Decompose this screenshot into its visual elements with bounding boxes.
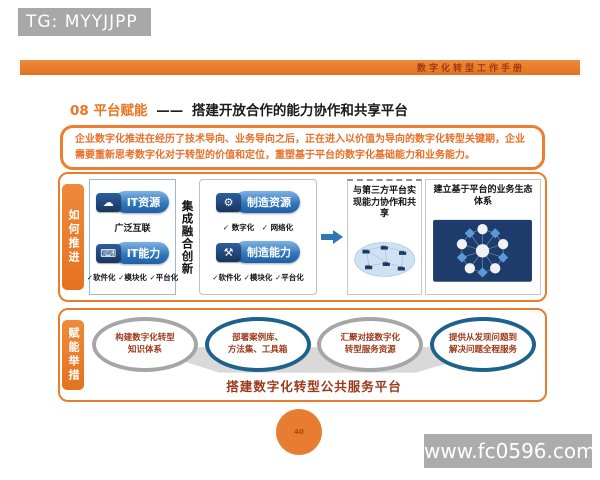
how-content: ☁ IT资源 广泛互联 ⌨ IT能力 ✓软件化 ✓模块化 ✓平台化 集成融合创新… — [86, 179, 541, 295]
laptop-icon: ⌨ — [95, 243, 121, 263]
ecosystem-network-image — [433, 220, 533, 283]
cloud-icon: ☁ — [95, 192, 121, 212]
measure-item-line1: 提供从发现问题到 — [448, 333, 517, 344]
measure-item: 汇聚对接数字化 转型服务资源 — [317, 317, 424, 372]
title-number: 08 — [70, 103, 89, 119]
measure-items-row: 构建数字化转型 知识体系 部署案例库、 方法集、工具箱 汇聚对接数字化 转型服务… — [92, 317, 536, 372]
mfg-capability-label: 制造能力 — [234, 241, 300, 264]
share-panel-title: 与第三方平台实现能力协作和共享 — [353, 186, 417, 220]
measure-item-line2: 解决问题全程服务 — [448, 344, 517, 355]
eco-panel: 建立基于平台的业务生态体系 — [425, 179, 541, 295]
watermark-tg: TG: MYYJJPP — [18, 8, 151, 36]
measures-section: 赋能举措 构建数字化转型 知识体系 部署案例库、 方法集、工具箱 汇聚对接数字化… — [58, 308, 547, 402]
share-panel: 与第三方平台实现能力协作和共享 — [347, 179, 422, 295]
header-bar: 数字化转型工作手册 — [20, 60, 580, 75]
mfg-resource-sub: ✓ 数字化 ✓ 网络化 — [222, 222, 294, 232]
eco-panel-title: 建立基于平台的业务生态体系 — [433, 185, 533, 207]
it-capability-label: IT能力 — [113, 242, 170, 264]
mfg-resource-pill: ⚙ 制造资源 — [216, 191, 300, 214]
page-number-badge: 40 — [276, 409, 322, 455]
measure-item-line1: 部署案例库、 — [232, 333, 284, 344]
gear-icon: ⚙ — [216, 192, 241, 212]
title-dash: —— — [156, 103, 184, 119]
it-resource-pill: ☁ IT资源 — [95, 191, 170, 213]
measure-item-line1: 构建数字化转型 — [115, 333, 175, 344]
measure-item: 提供从发现问题到 解决问题全程服务 — [429, 317, 536, 372]
measures-content: 构建数字化转型 知识体系 部署案例库、 方法集、工具箱 汇聚对接数字化 转型服务… — [88, 312, 540, 398]
mfg-panel: ⚙ 制造资源 ✓ 数字化 ✓ 网络化 ⚒ 制造能力 ✓软件化 ✓模块化 ✓平台化 — [199, 179, 317, 295]
mfg-capability-sub: ✓软件化 ✓模块化 ✓平台化 — [212, 272, 304, 282]
manual-title: 数字化转型工作手册 — [416, 64, 525, 74]
integration-label: 集成融合创新 — [179, 179, 196, 295]
title-keyword: 平台赋能 — [93, 103, 148, 119]
measure-item-line1: 汇聚对接数字化 — [340, 333, 401, 344]
right-arrow-icon — [320, 179, 344, 295]
it-capability-pill: ⌨ IT能力 — [95, 242, 170, 264]
measures-section-tab: 赋能举措 — [62, 320, 84, 390]
measure-item-line2: 知识体系 — [127, 344, 162, 355]
it-capability-sub: ✓软件化 ✓模块化 ✓平台化 — [86, 273, 179, 282]
mfg-resource-label: 制造资源 — [234, 191, 300, 214]
integration-label-text: 集成融合创新 — [180, 199, 195, 275]
it-panel: ☁ IT资源 广泛互联 ⌨ IT能力 ✓软件化 ✓模块化 ✓平台化 — [86, 179, 179, 295]
collaboration-network-image — [354, 242, 415, 277]
measure-item-line2: 方法集、工具箱 — [227, 344, 288, 355]
page-number: 40 — [294, 428, 304, 436]
mfg-capability-pill: ⚒ 制造能力 — [216, 241, 300, 264]
how-section: 如何推进 ☁ IT资源 广泛互联 ⌨ IT能力 ✓软件化 ✓模块化 ✓平台化 集… — [58, 172, 547, 302]
it-resource-sub: 广泛互联 — [114, 224, 151, 234]
it-resource-label: IT资源 — [113, 191, 170, 213]
measure-item: 部署案例库、 方法集、工具箱 — [204, 317, 311, 372]
intro-text: 企业数字化推进在经历了技术导向、业务导向之后，正在进入以价值为导向的数字化转型关… — [75, 134, 525, 161]
page-title: 08 平台赋能 —— 搭建开放合作的能力协作和共享平台 — [70, 99, 408, 119]
wrench-icon: ⚒ — [216, 242, 241, 262]
watermark-url: www.fc0596.com — [424, 434, 596, 468]
how-tab-label: 如何推进 — [67, 209, 80, 265]
intro-box: 企业数字化推进在经历了技术导向、业务导向之后，正在进入以价值为导向的数字化转型关… — [60, 125, 545, 170]
how-section-tab: 如何推进 — [62, 184, 84, 290]
platform-banner-label: 搭建数字化转型公共服务平台 — [226, 379, 402, 394]
measure-item: 构建数字化转型 知识体系 — [92, 317, 198, 372]
title-text: 搭建开放合作的能力协作和共享平台 — [191, 103, 408, 119]
measure-item-line2: 转型服务资源 — [344, 344, 396, 355]
measures-tab-label: 赋能举措 — [67, 327, 80, 383]
